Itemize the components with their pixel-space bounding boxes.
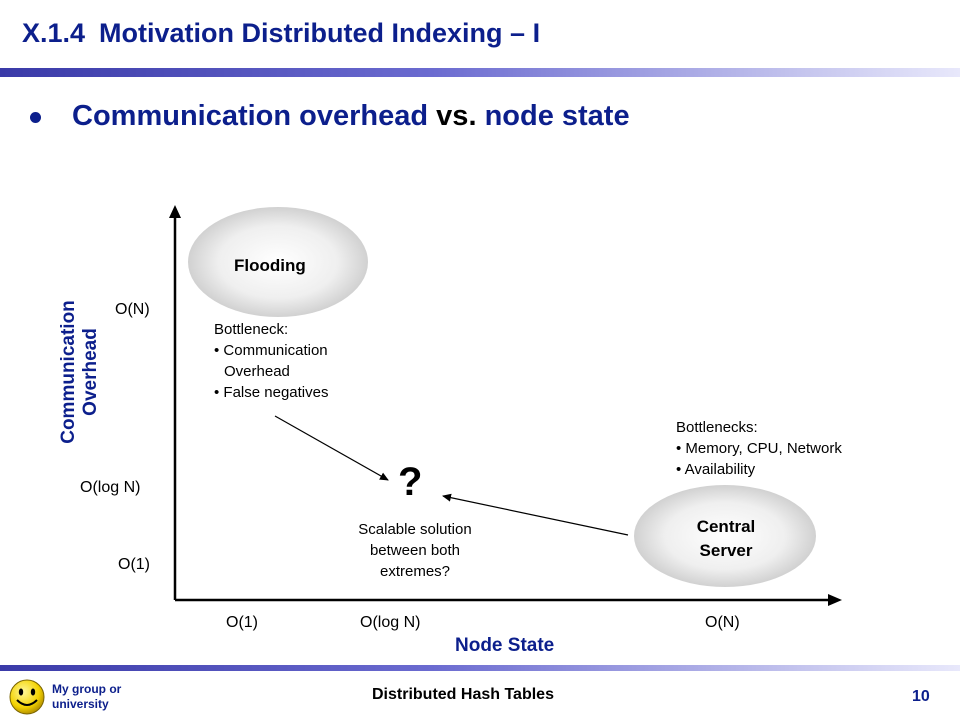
flooding-note-item: • Communication <box>214 342 328 359</box>
x-axis-label: Node State <box>455 635 555 656</box>
central-note-item-text: Availability <box>684 461 756 478</box>
footer-org-line: My group or <box>52 682 122 696</box>
flooding-note-item: • False negatives <box>214 384 329 401</box>
footer-divider-bar <box>0 665 960 671</box>
bullet-part-communication: Communication overhead <box>72 100 429 132</box>
flooding-label: Flooding <box>234 256 306 275</box>
flooding-ellipse <box>188 207 368 317</box>
title-divider-bar <box>0 68 960 77</box>
central-server-ellipse <box>634 485 816 587</box>
scalable-solution-text: Scalable solution between both extremes? <box>330 519 500 582</box>
y-tick-label: O(1) <box>118 556 150 573</box>
central-server-label: Central Server <box>690 515 762 563</box>
slide-title: X.1.4 Motivation Distributed Indexing – I <box>22 18 540 49</box>
bullet-text: Communication overhead vs. node state <box>72 100 630 133</box>
y-axis-label-line1: Communication <box>58 300 79 444</box>
y-axis-label-line2: Overhead <box>80 328 101 416</box>
x-axis-arrowhead <box>828 594 842 606</box>
y-tick-label: O(log N) <box>80 479 141 496</box>
flooding-note-item-continued: Overhead <box>214 361 328 382</box>
scalable-text-line: Scalable solution <box>358 521 472 538</box>
arrow-from-central-server <box>442 493 629 536</box>
page-number: 10 <box>912 688 930 705</box>
bullet-part-node-state: node state <box>484 100 630 132</box>
bullet-icon <box>30 112 41 123</box>
central-server-label-line1: Central <box>696 517 756 536</box>
flooding-note-title: Bottleneck: <box>214 321 289 338</box>
central-note-item: • Availability <box>676 461 756 478</box>
arrow-from-flooding <box>274 415 389 481</box>
bullet-part-vs: vs. <box>428 100 485 132</box>
central-note-title: Bottlenecks: <box>676 419 758 436</box>
y-axis-arrowhead <box>169 205 181 218</box>
y-axis-label: Communication Overhead <box>58 300 102 444</box>
flooding-note-item-text: False negatives <box>223 384 329 401</box>
flooding-bottleneck-note: Bottleneck: • Communication Overhead • F… <box>214 319 328 403</box>
footer-org-line: university <box>52 697 109 711</box>
y-tick-label: O(N) <box>115 301 150 318</box>
footer-center-text: Distributed Hash Tables <box>372 686 554 703</box>
central-note-item-text: Memory, CPU, Network <box>685 440 842 457</box>
title-text: Motivation Distributed Indexing – I <box>99 18 541 48</box>
scalable-text-line: between both <box>369 542 461 559</box>
flooding-note-item-text: Communication <box>223 342 328 359</box>
central-server-bottleneck-note: Bottlenecks: • Memory, CPU, Network • Av… <box>676 417 842 480</box>
x-tick-label: O(1) <box>226 614 258 631</box>
scalable-text-line: extremes? <box>379 563 451 580</box>
central-note-item: • Memory, CPU, Network <box>676 440 842 457</box>
section-number: X.1.4 <box>22 18 86 48</box>
question-mark: ? <box>398 460 423 504</box>
central-server-label-line2: Server <box>699 541 753 560</box>
footer-organization: My group or university <box>52 682 162 712</box>
x-tick-label: O(N) <box>705 614 740 631</box>
flooding-note-item-text: Overhead <box>224 363 290 380</box>
x-tick-label: O(log N) <box>360 614 421 631</box>
smiley-logo-icon <box>9 679 45 715</box>
